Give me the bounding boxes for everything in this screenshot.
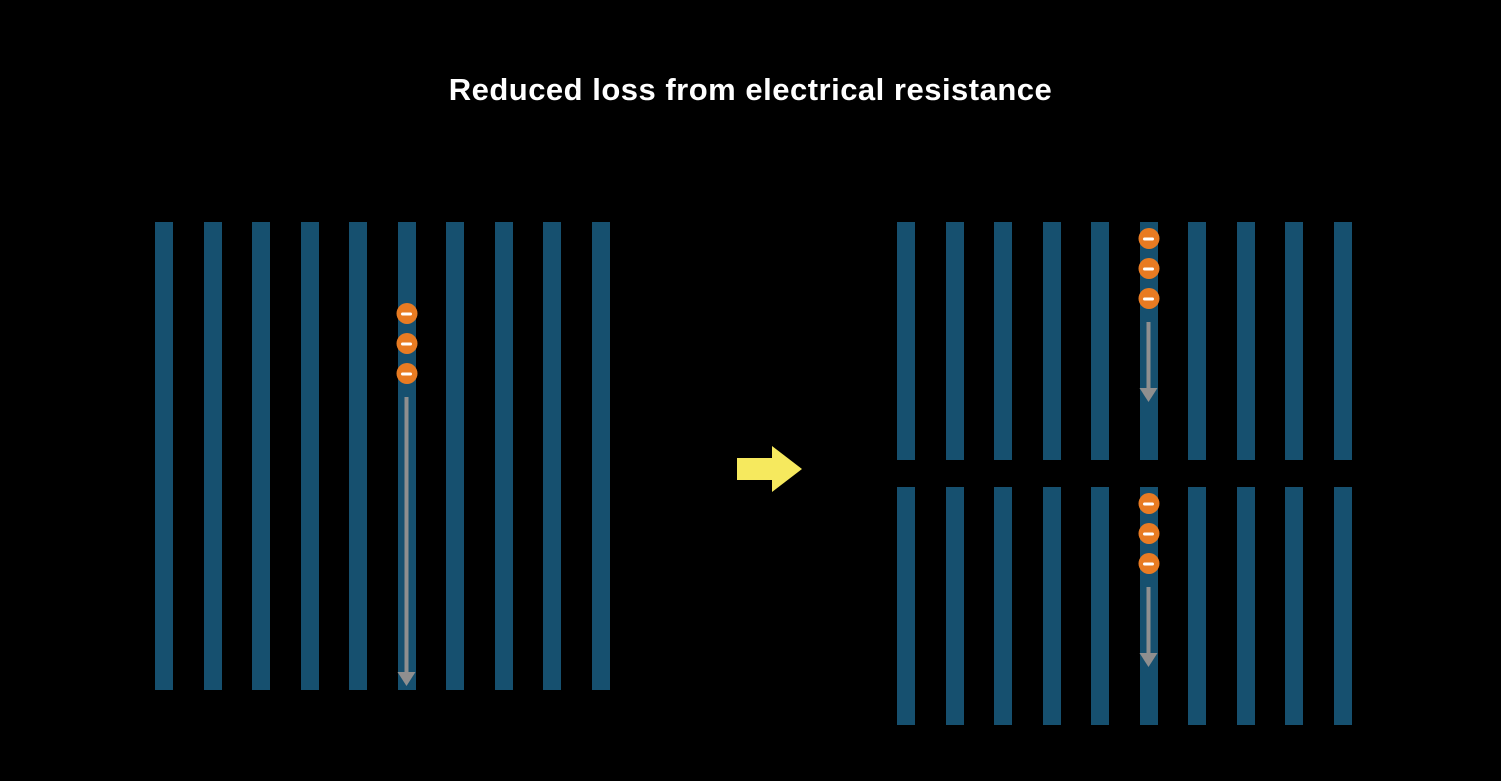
cell-finger-bar: [300, 222, 319, 690]
cell-finger-bar: [349, 222, 368, 690]
electron-minus-icon: [1138, 553, 1160, 574]
cell-finger-bar: [1285, 487, 1304, 725]
cell-finger-bar: [494, 222, 513, 690]
cell-finger-bar: [446, 222, 465, 690]
cell-finger-bar: [1188, 487, 1207, 725]
electron-minus-icon: [1138, 258, 1160, 279]
cell-finger-bar: [1138, 487, 1160, 725]
cell-finger-bar: [252, 222, 271, 690]
electron-flow: [396, 303, 418, 686]
down-arrow-icon: [1146, 587, 1151, 653]
electron-minus-icon: [1138, 493, 1160, 514]
cell-finger-bar: [1091, 487, 1110, 725]
cell-finger-bar: [1285, 222, 1304, 460]
page-title: Reduced loss from electrical resistance: [448, 72, 1053, 107]
cell-finger-bar: [897, 222, 915, 460]
cell-finger-bar: [591, 222, 610, 690]
down-arrow-icon: [404, 397, 409, 672]
cell-finger-bar: [945, 222, 964, 460]
cell-finger-bar: [897, 487, 915, 725]
full-cell-panel: [155, 222, 610, 690]
electron-minus-icon: [1138, 523, 1160, 544]
cell-finger-bar: [1188, 222, 1207, 460]
cell-finger-bar: [1091, 222, 1110, 460]
electron-flow: [1138, 493, 1160, 667]
right-arrow-head: [772, 446, 802, 492]
cell-finger-bar: [543, 222, 562, 690]
cell-finger-bar: [994, 222, 1013, 460]
cell-finger-bar: [1042, 222, 1061, 460]
cell-finger-bar: [1042, 487, 1061, 725]
cell-finger-bar: [994, 487, 1013, 725]
cell-finger-bar: [1236, 487, 1255, 725]
cell-finger-bar: [203, 222, 222, 690]
electron-minus-icon: [1138, 288, 1160, 309]
cell-finger-bar: [155, 222, 173, 690]
electron-minus-icon: [1138, 228, 1160, 249]
half-cell-bottom-panel: [897, 487, 1352, 725]
cell-finger-bar: [945, 487, 964, 725]
cell-finger-bar: [1333, 222, 1352, 460]
half-cell-top-panel: [897, 222, 1352, 460]
right-arrow-icon: [737, 446, 802, 492]
right-arrow-stem: [737, 458, 772, 480]
electron-minus-icon: [396, 333, 418, 354]
cell-finger-bar: [1236, 222, 1255, 460]
electron-flow: [1138, 228, 1160, 402]
cell-finger-bar: [1333, 487, 1352, 725]
electron-minus-icon: [396, 303, 418, 324]
down-arrow-icon: [1146, 322, 1151, 388]
cell-finger-bar: [396, 222, 418, 690]
electron-minus-icon: [396, 363, 418, 384]
cell-finger-bar: [1138, 222, 1160, 460]
